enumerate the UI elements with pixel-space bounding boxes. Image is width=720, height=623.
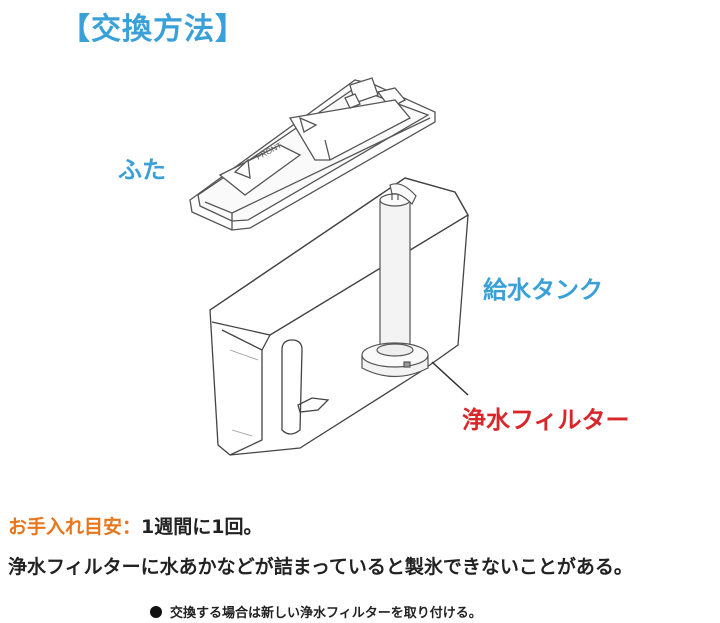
filter-drawing [361, 183, 429, 377]
care-label: お手入れ目安： [8, 516, 142, 538]
filter-leader-line [431, 361, 469, 396]
lid-label: ふた [118, 156, 166, 184]
lid-drawing [189, 77, 436, 231]
filter-label: 浄水フィルター [462, 406, 630, 434]
bullet-icon [150, 606, 162, 618]
care-frequency-line: お手入れ目安：1週間に1回。 [8, 512, 262, 539]
tank-label: 給水タンク [483, 276, 603, 304]
care-frequency: 1週間に1回。 [141, 516, 263, 538]
replacement-note: 交換する場合は新しい浄水フィルターを取り付ける。 [150, 602, 482, 621]
replacement-note-text: 交換する場合は新しい浄水フィルターを取り付ける。 [170, 606, 482, 621]
description-text: 浄水フィルターに水あかなどが詰まっていると製氷できないことがある。 [8, 556, 633, 578]
tank-illustration: FRONT [189, 77, 469, 456]
page-title: 【交換方法】 [60, 12, 246, 47]
